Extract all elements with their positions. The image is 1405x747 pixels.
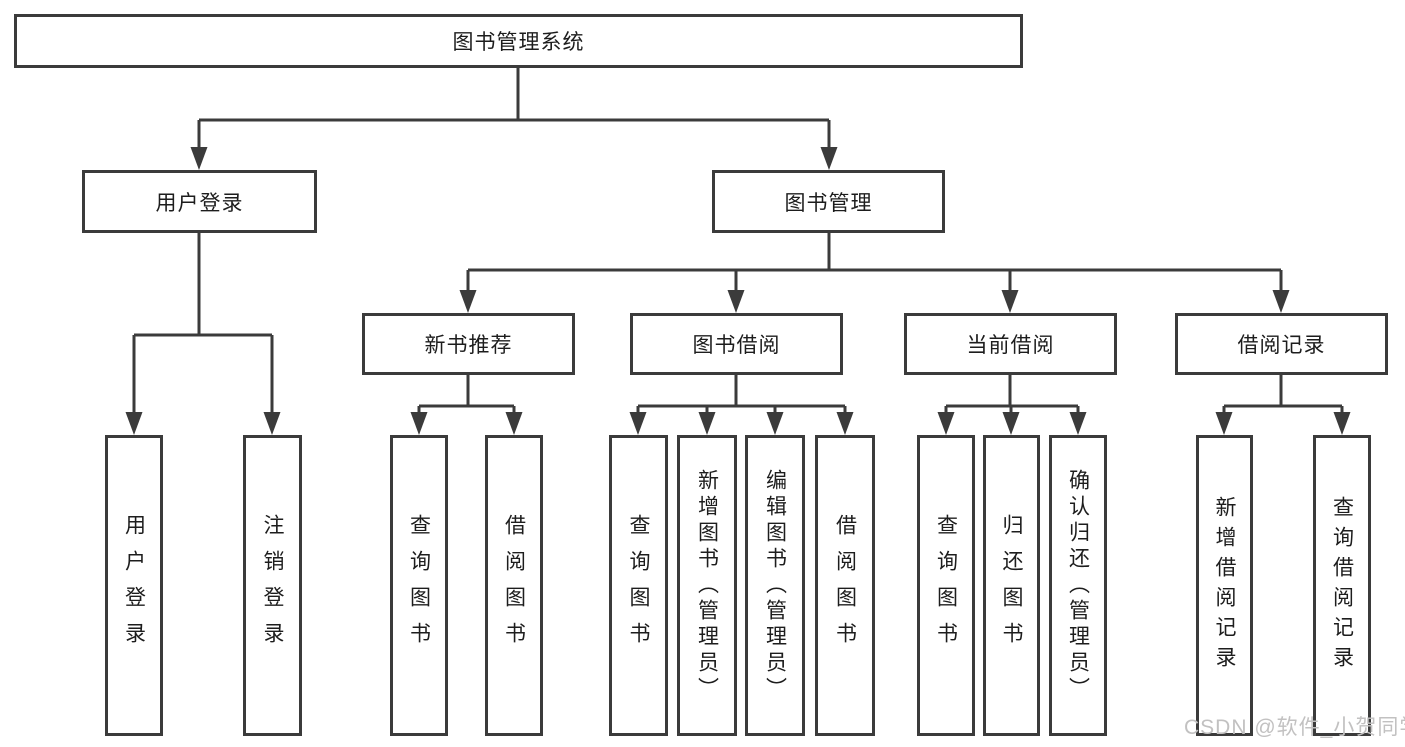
leaf-add-borrow-record: 新增借阅记录 xyxy=(1196,435,1253,736)
leaf-confirm-return-admin-label: 确认归还（管理员） xyxy=(1066,468,1090,703)
leaf-edit-book-admin-label: 编辑图书（管理员） xyxy=(763,468,787,703)
arrowheads xyxy=(125,147,1351,435)
leaf-user-login: 用户登录 xyxy=(105,435,163,736)
leaf-borrow-books-1: 借阅图书 xyxy=(485,435,543,736)
node-book-management-label: 图书管理 xyxy=(784,191,873,215)
arrow-down-icon xyxy=(1069,412,1087,435)
connector-new-book-children xyxy=(417,375,516,416)
node-current-borrow: 当前借阅 xyxy=(904,313,1117,375)
leaf-logout-login: 注销登录 xyxy=(243,435,302,736)
arrow-down-icon xyxy=(1002,412,1020,435)
node-book-borrow: 图书借阅 xyxy=(630,313,843,375)
leaf-borrow-books-2: 借阅图书 xyxy=(815,435,875,736)
connector-user-login-children xyxy=(132,233,274,416)
leaf-query-books-3: 查询图书 xyxy=(917,435,975,736)
node-root: 图书管理系统 xyxy=(14,14,1023,68)
leaf-add-book-admin-label: 新增图书（管理员） xyxy=(695,468,719,703)
leaf-query-books-1-label: 查询图书 xyxy=(407,513,431,658)
arrow-down-icon xyxy=(937,412,955,435)
csdn-watermark: CSDN @软件_小贺同学 xyxy=(1184,716,1405,739)
arrow-down-icon xyxy=(1333,412,1351,435)
arrow-down-icon xyxy=(820,147,838,170)
node-book-borrow-label: 图书借阅 xyxy=(692,334,781,357)
leaf-add-book-admin: 新增图书（管理员） xyxy=(677,435,737,736)
leaf-logout-login-label: 注销登录 xyxy=(261,513,284,658)
arrow-down-icon xyxy=(125,412,143,435)
connector-borrow-record-children xyxy=(1222,375,1344,416)
leaf-query-borrow-record-label: 查询借阅记录 xyxy=(1330,495,1354,676)
arrow-down-icon xyxy=(836,412,854,435)
leaf-query-borrow-record: 查询借阅记录 xyxy=(1313,435,1371,736)
node-borrow-records-label: 借阅记录 xyxy=(1237,334,1326,357)
leaf-query-books-3-label: 查询图书 xyxy=(934,513,958,658)
arrow-down-icon xyxy=(629,412,647,435)
leaf-return-books: 归还图书 xyxy=(983,435,1040,736)
node-current-borrow-label: 当前借阅 xyxy=(966,334,1055,357)
leaf-confirm-return-admin: 确认归还（管理员） xyxy=(1049,435,1107,736)
arrow-down-icon xyxy=(698,412,716,435)
node-user-login: 用户登录 xyxy=(82,170,317,233)
node-new-book-recommend-label: 新书推荐 xyxy=(424,334,513,357)
arrow-down-icon xyxy=(263,412,281,435)
leaf-user-login-label: 用户登录 xyxy=(122,513,146,658)
arrow-down-icon xyxy=(727,290,745,313)
leaf-borrow-books-2-label: 借阅图书 xyxy=(833,513,857,658)
connector-book-borrow-children xyxy=(636,375,847,416)
leaf-query-books-1: 查询图书 xyxy=(390,435,448,736)
leaf-edit-book-admin: 编辑图书（管理员） xyxy=(745,435,805,736)
leaf-query-books-2-label: 查询图书 xyxy=(627,513,650,658)
arrow-down-icon xyxy=(190,147,208,170)
node-root-label: 图书管理系统 xyxy=(452,31,585,54)
node-borrow-records: 借阅记录 xyxy=(1175,313,1388,375)
leaf-return-books-label: 归还图书 xyxy=(1000,513,1023,658)
arrow-down-icon xyxy=(459,290,477,313)
arrow-down-icon xyxy=(1001,290,1019,313)
leaf-query-books-2: 查询图书 xyxy=(609,435,668,736)
connector-book-management-children xyxy=(466,233,1283,295)
node-book-management: 图书管理 xyxy=(712,170,945,233)
connector-current-borrow-children xyxy=(944,375,1080,416)
arrow-down-icon xyxy=(410,412,428,435)
leaf-borrow-books-1-label: 借阅图书 xyxy=(502,513,526,658)
arrow-down-icon xyxy=(766,412,784,435)
leaf-add-borrow-record-label: 新增借阅记录 xyxy=(1213,495,1236,676)
arrow-down-icon xyxy=(505,412,523,435)
arrow-down-icon xyxy=(1215,412,1233,435)
node-user-login-label: 用户登录 xyxy=(155,191,244,215)
node-new-book-recommend: 新书推荐 xyxy=(362,313,575,375)
connector-root-to-level2 xyxy=(197,68,831,152)
arrow-down-icon xyxy=(1272,290,1290,313)
